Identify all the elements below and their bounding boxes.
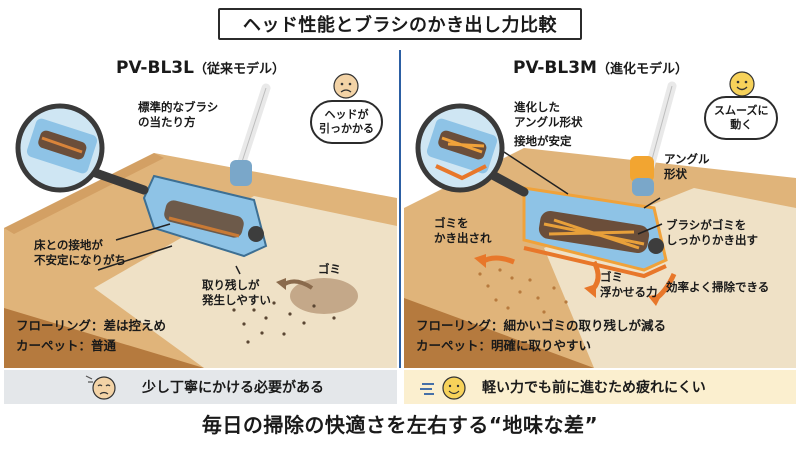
old-summary-bar: 少し丁寧にかける必要がある bbox=[4, 370, 397, 404]
old-bubble-snag: ヘッドが 引っかかる bbox=[310, 100, 383, 144]
new-label-efficient: 効率よく掃除できる bbox=[666, 280, 770, 294]
new-label-angle: アングル 形状 bbox=[664, 152, 710, 181]
worried-face-icon bbox=[333, 73, 359, 99]
happy-face-icon bbox=[420, 376, 466, 400]
new-label-float: ゴミ 浮かせる力 bbox=[600, 270, 658, 299]
new-model-title: PV-BL3M（進化モデル） bbox=[404, 58, 797, 78]
old-notes: フローリング：差は控えめ カーペット：普通 bbox=[16, 316, 166, 356]
new-model-name: PV-BL3M bbox=[513, 58, 597, 78]
old-model-sub: （従来モデル） bbox=[193, 62, 285, 77]
old-label-dust: ゴミ bbox=[318, 262, 341, 276]
panel-divider bbox=[399, 50, 401, 368]
new-note-carpet: カーペット：明確に取りやすい bbox=[416, 338, 592, 353]
panel-old-model: PV-BL3L（従来モデル） 標準的なブラシ の当たり方 ヘッドが 引っかかる … bbox=[4, 48, 397, 368]
sad-face-icon bbox=[85, 375, 116, 400]
new-note-floor: フローリング：細かいゴミの取り残しが減る bbox=[416, 318, 667, 333]
magnifier-icon bbox=[15, 103, 149, 195]
new-model-illustration bbox=[404, 71, 796, 368]
old-model-illustration bbox=[4, 73, 397, 368]
new-notes: フローリング：細かいゴミの取り残しが減る カーペット：明確に取りやすい bbox=[416, 316, 666, 356]
old-label-contact: 床との接地が 不安定になりがち bbox=[34, 238, 126, 267]
page-title: ヘッド性能とブラシのかき出し力比較 bbox=[218, 8, 582, 40]
old-label-remain: 取り残しが 発生しやすい bbox=[202, 278, 271, 307]
new-summary-bar: 軽い力でも前に進むため疲れにくい bbox=[404, 370, 796, 404]
new-label-brush: ブラシがゴミを しっかりかき出す bbox=[666, 218, 758, 247]
new-label-scrape-out: ゴミを かき出され bbox=[434, 216, 492, 245]
new-label-contact: 接地が安定 bbox=[514, 134, 572, 148]
magnifier-icon bbox=[415, 103, 529, 197]
new-label-angle-shape: 進化した アングル形状 bbox=[514, 100, 583, 129]
new-summary-text: 軽い力でも前に進むため疲れにくい bbox=[482, 380, 706, 396]
old-label-brush: 標準的なブラシ の当たり方 bbox=[138, 100, 219, 129]
old-model-title: PV-BL3L（従来モデル） bbox=[4, 58, 397, 78]
footer-caption: 毎日の掃除の快適さを左右する“地味な差” bbox=[201, 413, 599, 437]
new-model-sub: （進化モデル） bbox=[596, 62, 688, 77]
old-note-floor: フローリング：差は控えめ bbox=[16, 318, 167, 333]
panel-new-model: PV-BL3M（進化モデル） 進化した アングル形状 接地が安定 スムーズに 動… bbox=[404, 48, 797, 368]
old-summary-text: 少し丁寧にかける必要がある bbox=[142, 380, 324, 396]
old-model-name: PV-BL3L bbox=[116, 58, 194, 78]
old-note-carpet: カーペット：普通 bbox=[16, 338, 117, 353]
smile-face-icon bbox=[729, 71, 755, 97]
new-bubble-smooth: スムーズに 動く bbox=[704, 96, 779, 140]
